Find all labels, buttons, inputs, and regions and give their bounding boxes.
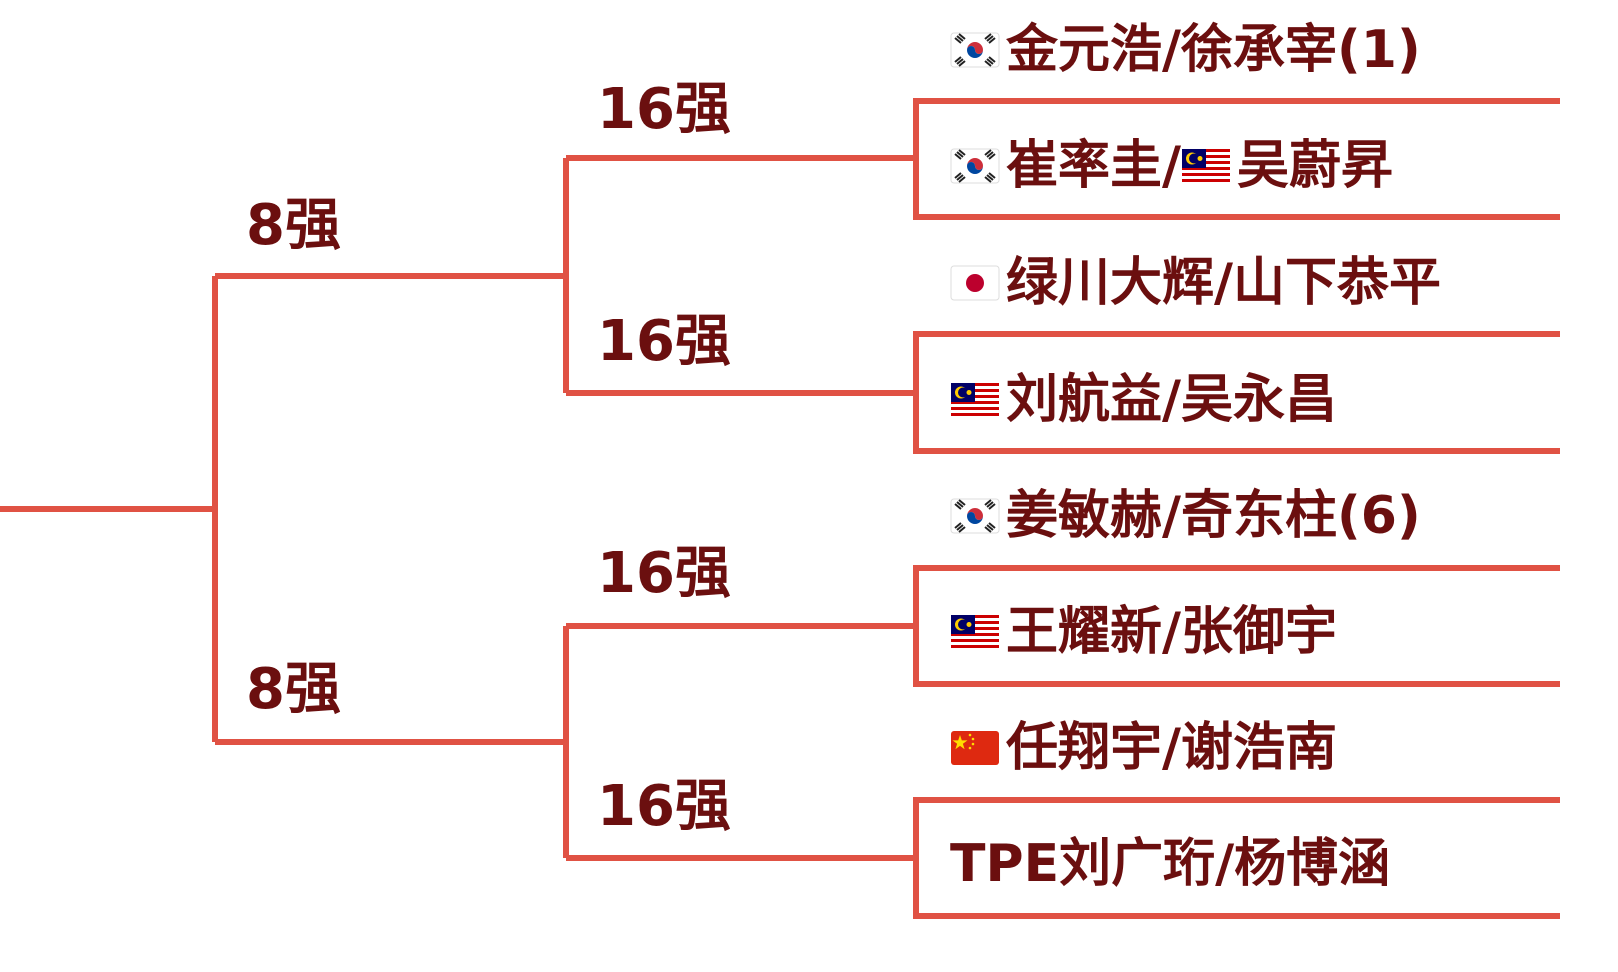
entry-7: 任翔宇/谢浩南 (950, 720, 1337, 776)
entry-8-name: TPE刘广珩/杨博涵 (950, 834, 1391, 894)
entry-2-name-part1: 崔率圭/ (1006, 136, 1181, 196)
flag-kor-icon (950, 32, 1000, 68)
round-label-r16-4: 16强 (597, 774, 731, 839)
flag-kor-icon (950, 148, 1000, 184)
entry-7-name: 任翔宇/谢浩南 (1006, 718, 1337, 778)
entry-2-name-part2: 吴蔚昇 (1237, 136, 1394, 196)
entry-4-name: 刘航益/吴永昌 (1006, 370, 1337, 430)
flag-kor-icon (950, 498, 1000, 534)
entry-5-name: 姜敏赫/奇东柱(6) (1006, 486, 1421, 546)
round-label-qf-upper: 8强 (246, 193, 341, 258)
entry-6: 王耀新/张御宇 (950, 604, 1337, 660)
entry-1: 金元浩/徐承宰(1) (950, 22, 1421, 78)
flag-jpn-icon (950, 265, 1000, 301)
entry-1-name: 金元浩/徐承宰(1) (1006, 20, 1421, 80)
r32-bracket-2 (913, 331, 1560, 454)
round-label-r16-2: 16强 (597, 309, 731, 374)
r32-bracket-1 (913, 98, 1560, 220)
flag-mas-icon (950, 382, 1000, 418)
round-label-r16-1: 16强 (597, 77, 731, 142)
entry-3-name: 绿川大辉/山下恭平 (1006, 253, 1441, 313)
r32-bracket-3 (913, 565, 1560, 687)
entry-4: 刘航益/吴永昌 (950, 372, 1337, 428)
round-label-r16-3: 16强 (597, 541, 731, 606)
flag-mas-icon (1181, 148, 1231, 184)
flag-chn-icon (950, 730, 1000, 766)
entry-8: TPE刘广珩/杨博涵 (950, 836, 1390, 892)
flag-mas-icon (950, 614, 1000, 650)
entry-5: 姜敏赫/奇东柱(6) (950, 488, 1421, 544)
round-label-qf-lower: 8强 (246, 657, 341, 722)
entry-2: 崔率圭/ 吴蔚昇 (950, 138, 1393, 194)
entry-6-name: 王耀新/张御宇 (1006, 602, 1337, 662)
entry-3: 绿川大辉/山下恭平 (950, 255, 1441, 311)
r32-bracket-4 (913, 797, 1560, 919)
